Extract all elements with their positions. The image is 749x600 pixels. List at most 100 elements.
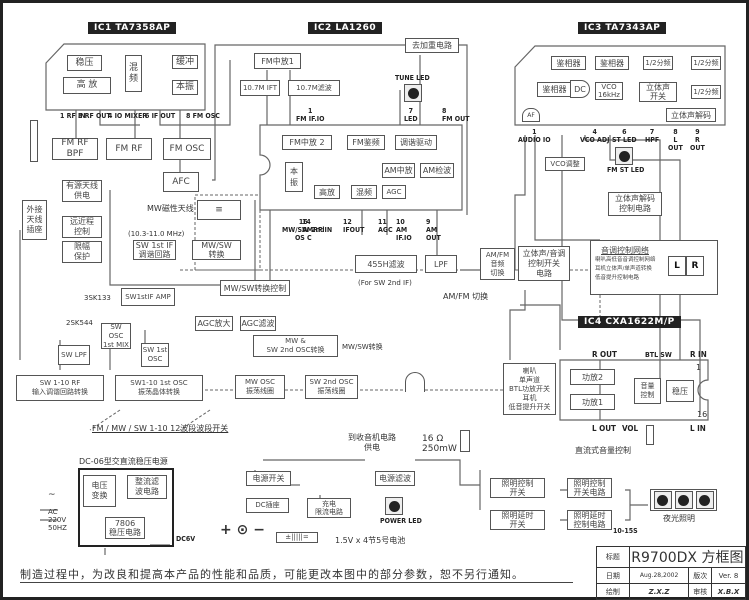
ic1-regulator: 稳压 (67, 55, 102, 71)
ic3-pin-9: 9 R OUT (690, 128, 705, 152)
charge-limit: 充电 限流电路 (307, 498, 351, 518)
review-label: 审核 (688, 583, 713, 600)
ic2-outline (259, 124, 463, 211)
am-fm-audio-switch: AM/FM 音频 切换 (480, 248, 515, 280)
ic2-pin-1: 1 FM IF.IO (296, 107, 325, 123)
ic2-tune-driver: 调谐驱动 (395, 135, 437, 150)
ic1-pin-8: 8 FM OSC (186, 112, 220, 120)
active-antenna-power: 有源天线 供电 (62, 180, 102, 202)
ic4-regulator: 稳压 (666, 380, 694, 402)
ic3-label: IC3 TA7343AP (578, 22, 667, 34)
psu-frame (78, 468, 174, 547)
ic3-vco: VCO 16kHz (595, 82, 623, 100)
ic3-dc-amp: DC (570, 80, 590, 98)
agc-filter: AGC滤波 (240, 316, 276, 331)
r-out-label: R OUT (592, 350, 617, 359)
filter-455h-note: (For SW 2nd IF) (358, 279, 412, 287)
reviewed-by: X.B.X (711, 583, 746, 600)
mw-sw-switch-control: MW/SW转换控制 (220, 280, 290, 296)
mw-sw-2nd-osc-switch: MW & SW 2nd OSC转换 (253, 335, 338, 357)
to-radio-supply: 到收音机电路 供电 (348, 433, 396, 452)
power-filter: 电源滤波 (375, 471, 415, 486)
mw-ferrite-antenna-icon: ≡ (197, 200, 241, 220)
drawing-version: Ver. 8 (711, 567, 746, 584)
tone-network-line-2: 耳机立体声/单声道转换 (595, 266, 652, 272)
afc: AFC (163, 172, 199, 192)
stereo-tone-switch: 立体声/音调 控制开关 电路 (518, 246, 570, 281)
sw-rf-input-switch: SW 1-10 RF 输入调谐回路转换 (16, 375, 104, 401)
tone-channel-l: L (668, 256, 686, 276)
speaker-spec: 16 Ω 250mW (422, 434, 457, 454)
tone-network-title: 音调控制网络 (601, 246, 649, 255)
power-led-icon (385, 497, 403, 515)
ic1-local-osc: 本振 (172, 80, 198, 95)
volume-potentiometer-icon[interactable] (646, 425, 654, 445)
lpf: LPF (425, 255, 457, 273)
ic1-pin-4: 4 IO MIXER (108, 112, 148, 120)
q-2sk544: 2SK544 (66, 319, 93, 327)
title-label: 标题 (596, 546, 630, 568)
delay-time: 10-15S (613, 527, 638, 535)
power-led-label: POWER LED (380, 517, 422, 525)
ic3-stereo-decoder: 立体声解码 (666, 108, 716, 122)
ic2-fm-if1: FM中放1 (254, 53, 301, 69)
ic2-fm-detector: FM鉴频 (347, 135, 385, 150)
vco-adjust[interactable]: VCO调整 (545, 157, 585, 171)
ic2-pin-14: 14 AMRF IN (302, 218, 333, 234)
night-led-icon (653, 491, 672, 509)
ic3-div2-3: 1/2分频 (691, 85, 721, 99)
battery-label: 1.5V x 4节5号电池 (335, 536, 406, 545)
delay-switch[interactable]: 照明延时 开关 (490, 510, 545, 530)
ext-antenna-jack: 外接 天线 插座 (22, 200, 47, 240)
date-label: 日期 (596, 567, 630, 584)
ic3-pin-1: 1 AUDIO IO (518, 128, 551, 144)
mw-osc-coil: MW OSC 振荡线圈 (235, 375, 285, 399)
dc-polarity-icon: + ⊙ − (220, 522, 265, 538)
drawing-date: Aug.28,2002 (628, 567, 690, 584)
agc-amp: AGC放大 (195, 316, 233, 331)
power-switch[interactable]: 电源开关 (246, 471, 291, 486)
q-3sk133: 3SK133 (84, 294, 111, 302)
ic2-10-7m-ift: 10.7M IFT (240, 80, 280, 96)
tune-led-icon (404, 84, 422, 102)
tone-channel-r: R (686, 256, 704, 276)
ic1-pin-3: 3 RF OUT (78, 112, 111, 120)
ic3-outline (514, 45, 726, 126)
reg-7806: 7806 稳压电路 (105, 517, 145, 539)
ic4-outline (559, 359, 709, 421)
title-block: 标题 R9700DX 方框图 日期 Aug.28,2002 版次 Ver. 8 … (596, 546, 747, 600)
ic2-10-7m-filter: 10.7M滤波 (288, 80, 340, 96)
telescopic-antenna-icon (30, 120, 38, 162)
btl-bass-switch: 喇叭 单声道 BTL功放开关 耳机 低音提升开关 (503, 363, 556, 415)
sw-osc-1st-mix: SW OSC 1st MIX (101, 323, 131, 349)
l-in-label: L IN (690, 424, 706, 433)
ic3-phase-det-1: 鉴相器 (551, 56, 586, 70)
fm-st-led-label: FM ST LED (607, 166, 645, 174)
ic2-fm-if2: FM中放 2 (282, 135, 332, 150)
voltage-transformer: 电压 变换 (83, 475, 116, 507)
night-led-icon (695, 491, 714, 509)
ic3-phase-det-2: 鉴相器 (595, 56, 629, 70)
mw-antenna-label: MW磁性天线 (147, 204, 194, 213)
volume-control: 音量 控制 (634, 378, 661, 404)
ic2-pin-7: 7 LED (404, 107, 418, 123)
night-led-icon (674, 491, 693, 509)
psu-title: DC-06型交直流稳压电源 (79, 457, 168, 466)
tone-network-line-1: 喇叭高低音音调控制网络 (595, 257, 656, 263)
drawing-title: R9700DX 方框图 (628, 546, 747, 568)
dc-volume-label: 直流式音量控制 (575, 446, 631, 455)
fm-st-led-icon (615, 147, 633, 165)
am-fm-switch-label: AM/FM 切换 (443, 292, 489, 301)
drawn-label: 绘制 (596, 583, 630, 600)
filter-455h: 455H滤波 (355, 255, 417, 273)
sw-2nd-osc-coil: SW 2nd OSC 振荡线圈 (305, 375, 358, 399)
dc-output: DC6V (176, 535, 196, 543)
ic3-pin-7: 7 HPF (645, 128, 660, 144)
light-switch[interactable]: 照明控制 开关 (490, 478, 545, 498)
ic2-pin-8: 8 FM OUT (442, 107, 470, 123)
night-light-label: 夜光照明 (663, 514, 695, 523)
btl-sw-label: BTL SW (645, 351, 672, 359)
ic2-label: IC2 LA1260 (308, 22, 383, 34)
tune-led-label: TUNE LED (395, 74, 430, 82)
